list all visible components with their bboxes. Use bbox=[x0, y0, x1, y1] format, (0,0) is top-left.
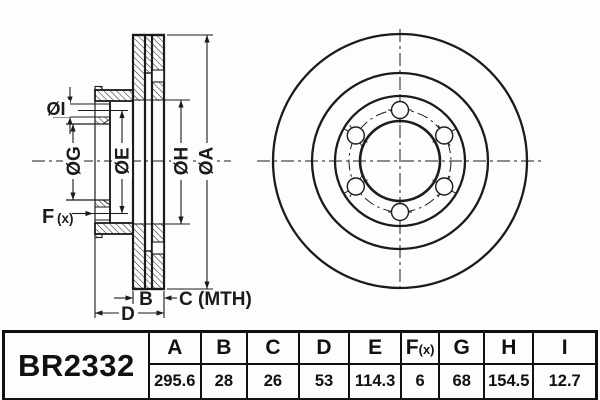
col-value-e: 114.3 bbox=[348, 363, 403, 400]
col-header-e: E bbox=[348, 330, 403, 365]
label-b: B bbox=[139, 289, 153, 310]
bolt-hole bbox=[343, 175, 368, 198]
col-header-i: I bbox=[532, 330, 598, 365]
label-dia-i: ØI bbox=[46, 99, 65, 119]
dim-h bbox=[134, 99, 190, 225]
col-value-f: 6 bbox=[400, 363, 441, 400]
rotor-technical-drawing: ØI ØG ØE ØH ØA F (x) B C (MTH) D bbox=[32, 29, 542, 325]
dim-d bbox=[94, 238, 164, 318]
dim-lines bbox=[67, 34, 213, 318]
hat-flange bbox=[94, 85, 134, 239]
col-header-a: A bbox=[147, 330, 202, 365]
cross-section-view: ØI ØG ØE ØH ØA F (x) B C (MTH) D bbox=[32, 33, 252, 325]
col-value-b: 28 bbox=[199, 363, 248, 400]
col-header-h: H bbox=[483, 330, 535, 365]
label-d: D bbox=[121, 304, 135, 325]
col-header-b: B bbox=[199, 330, 248, 365]
label-backgrounds bbox=[44, 100, 216, 179]
hub-mounting-face bbox=[53, 101, 128, 223]
bolt-holes bbox=[343, 96, 457, 226]
label-dia-a: ØA bbox=[197, 146, 218, 175]
col-header-c: C bbox=[245, 330, 300, 365]
col-value-h: 154.5 bbox=[483, 363, 535, 400]
dim-a bbox=[167, 34, 213, 290]
vent-vanes bbox=[132, 33, 165, 291]
bolt-hole bbox=[388, 198, 412, 226]
label-f-sub: (x) bbox=[57, 211, 74, 226]
bolt-hole bbox=[343, 124, 368, 147]
col-header-d: D bbox=[297, 330, 351, 365]
bolt-hole bbox=[388, 96, 412, 124]
bolt-hole bbox=[432, 175, 457, 198]
col-header-f: F(x) bbox=[400, 330, 441, 365]
col-value-a: 295.6 bbox=[147, 363, 202, 400]
dim-e bbox=[119, 110, 125, 214]
dim-g bbox=[70, 124, 76, 200]
label-dia-h: ØH bbox=[172, 147, 193, 176]
label-c-mth: C (MTH) bbox=[179, 289, 252, 310]
front-view bbox=[257, 29, 542, 293]
col-value-c: 26 bbox=[245, 363, 300, 400]
col-header-g: G bbox=[438, 330, 486, 365]
bolt-hole bbox=[432, 124, 457, 147]
label-dia-e: ØE bbox=[113, 147, 134, 174]
dim-f bbox=[72, 210, 93, 217]
part-number: BR2332 bbox=[17, 347, 135, 383]
col-value-i: 12.7 bbox=[532, 363, 598, 400]
part-number-cell: BR2332 bbox=[2, 330, 150, 400]
col-value-d: 53 bbox=[297, 363, 351, 400]
col-value-g: 68 bbox=[438, 363, 486, 400]
label-f: F bbox=[42, 206, 54, 228]
label-dia-g: ØG bbox=[64, 146, 85, 176]
dimension-table: BR2332 A B C D E F(x) G H I 295.6 28 26 … bbox=[2, 330, 598, 400]
